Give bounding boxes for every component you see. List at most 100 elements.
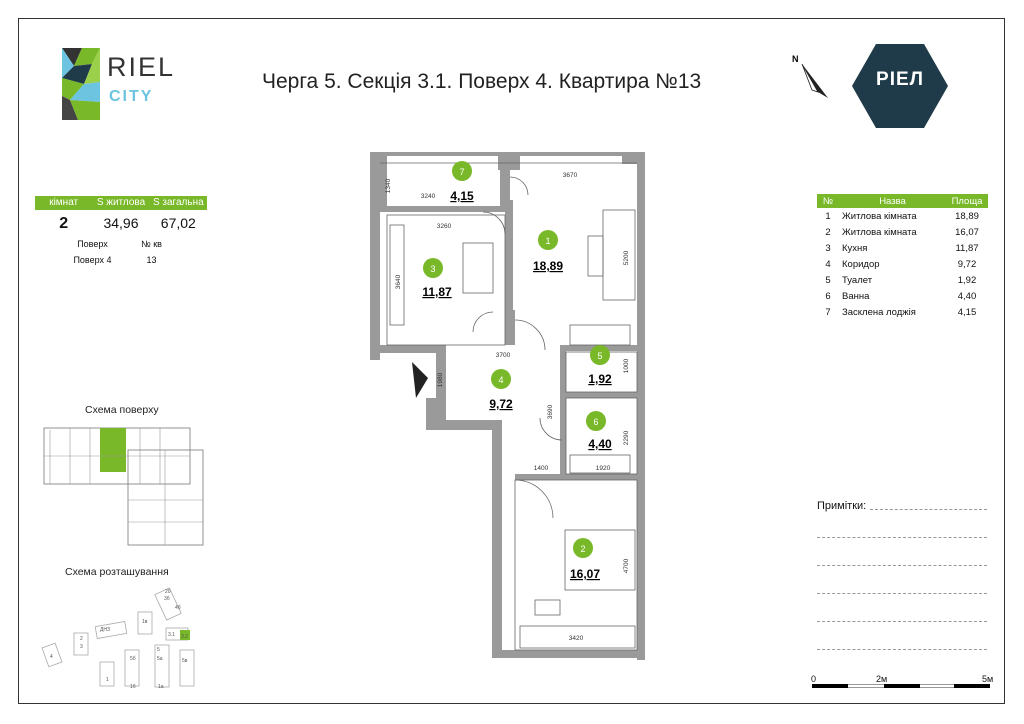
- room-area: 9,72: [957, 258, 977, 270]
- room-area: 16,07: [955, 226, 979, 238]
- room-name: Житлова кімната: [842, 210, 917, 222]
- room-name: Засклена лоджія: [842, 306, 916, 318]
- site-label: 5: [157, 647, 160, 653]
- room-area-3: 11,87: [422, 285, 452, 299]
- dimension-label: 3690: [547, 404, 554, 419]
- site-label: 3: [80, 644, 83, 650]
- room-marker-1: 1: [545, 236, 550, 246]
- page-frame: [18, 18, 1005, 704]
- note-line: [817, 537, 987, 538]
- room-marker-5: 5: [597, 351, 602, 361]
- room-name: Кухня: [842, 242, 868, 254]
- note-line: [817, 593, 987, 594]
- room-marker-7: 7: [459, 167, 464, 177]
- summary-living-area-value: 34,96: [103, 215, 139, 231]
- dimension-label: 3240: [421, 193, 436, 200]
- dimension-label: 1400: [534, 465, 549, 472]
- site-label: 4: [50, 654, 53, 660]
- site-scheme-label: Схема розташування: [65, 566, 169, 578]
- riel-logo-text: РІЕЛ: [876, 69, 924, 90]
- room-name: Ванна: [842, 290, 870, 302]
- scale-label-2m: 2м: [876, 674, 888, 684]
- dimension-label: 3670: [563, 172, 578, 179]
- site-label: 5б: [130, 656, 136, 662]
- room-name: Туалет: [842, 274, 873, 286]
- site-label: 1в: [142, 619, 148, 625]
- room-area: 18,89: [955, 210, 979, 222]
- riel-logo: РІЕЛ: [852, 42, 948, 135]
- site-label: 2: [80, 636, 83, 642]
- note-line: [870, 509, 987, 510]
- floor-scheme-thumbnail: [43, 427, 204, 546]
- dimension-label: 1340: [385, 178, 392, 193]
- dimension-label: 2290: [623, 430, 630, 445]
- scale-label-0: 0: [811, 674, 817, 684]
- dimension-label: 1000: [623, 358, 630, 373]
- room-name: Житлова кімната: [842, 226, 917, 238]
- site-label: 5а: [157, 656, 163, 662]
- summary-total-area-value: 67,02: [160, 215, 196, 231]
- notes-label: Примітки:: [817, 500, 867, 512]
- room-markers: 7 4,15 1 18,89 3 11,87 4 9,72 5 1,92 6 4…: [422, 161, 612, 581]
- site-label: 5в: [182, 658, 188, 664]
- site-scheme-labels: 20 3б 4б 5 5а 1 1б 1а 2 3 4 ДНЗ 1в 5б 5в…: [50, 589, 188, 690]
- site-label: ДНЗ: [100, 627, 110, 633]
- room-area: 4,15: [957, 306, 977, 318]
- site-scheme-thumbnail: [41, 587, 195, 688]
- summary-header-living-area: S житлова: [96, 197, 146, 208]
- site-label: 3.2: [181, 634, 188, 640]
- room-area-7: 4,15: [450, 189, 474, 203]
- rooms-table-header-num: №: [817, 194, 839, 208]
- room-area-2: 16,07: [570, 567, 600, 581]
- room-area-4: 9,72: [489, 397, 513, 411]
- summary-apt-header: № кв: [141, 239, 162, 249]
- room-area: 11,87: [955, 242, 979, 254]
- entrance-arrow-icon: [412, 362, 428, 398]
- logo-mosaic-icon: [62, 48, 100, 120]
- rooms-table-header-name: Назва: [839, 194, 946, 208]
- dimension-label: 3640: [395, 274, 402, 289]
- apartment-summary: кімнат S житлова S загальна 2 34,96 67,0…: [35, 196, 207, 265]
- plan-dimensions: 1340 3240 3670 3260 5200 3640 3700 1980 …: [385, 172, 630, 642]
- room-num: 2: [825, 226, 831, 238]
- floor-scheme-label: Схема поверху: [85, 404, 159, 416]
- dimension-label: 3420: [569, 635, 584, 642]
- summary-header-rooms: кімнат: [49, 197, 79, 208]
- north-arrow-icon: N: [792, 54, 828, 98]
- site-label: 3б: [164, 596, 170, 602]
- room-num: 7: [825, 306, 831, 318]
- room-area-5: 1,92: [588, 372, 612, 386]
- room-area-6: 4,40: [588, 437, 612, 451]
- room-marker-4: 4: [498, 375, 503, 385]
- site-label: 3.1: [168, 632, 175, 638]
- plan-lines: [380, 162, 638, 651]
- room-area: 4,40: [957, 290, 977, 302]
- dimension-label: 3260: [437, 223, 452, 230]
- room-num: 1: [825, 210, 831, 222]
- logo-riel-text: RIEL: [107, 52, 176, 82]
- room-marker-3: 3: [430, 264, 435, 274]
- summary-header-total-area: S загальна: [152, 197, 204, 208]
- rooms-table-header-area: Площа: [946, 194, 988, 208]
- table-row: 2 Житлова кімната 16,07: [817, 224, 988, 240]
- logo-city-text: CITY: [109, 88, 154, 105]
- dimension-label: 1980: [437, 372, 444, 387]
- scale-bar: [812, 684, 990, 688]
- table-row: 7 Засклена лоджія 4,15: [817, 304, 988, 320]
- compass-label: N: [792, 54, 799, 64]
- summary-apt-value: 13: [146, 255, 157, 265]
- room-area: 1,92: [957, 274, 977, 286]
- summary-rooms-value: 2: [59, 215, 69, 232]
- summary-floor-header: Поверх: [77, 239, 108, 249]
- room-marker-2: 2: [580, 544, 585, 554]
- note-line: [817, 621, 987, 622]
- dimension-label: 3700: [496, 352, 511, 359]
- room-num: 6: [825, 290, 831, 302]
- site-label: 4б: [175, 605, 181, 611]
- dimension-label: 5200: [623, 250, 630, 265]
